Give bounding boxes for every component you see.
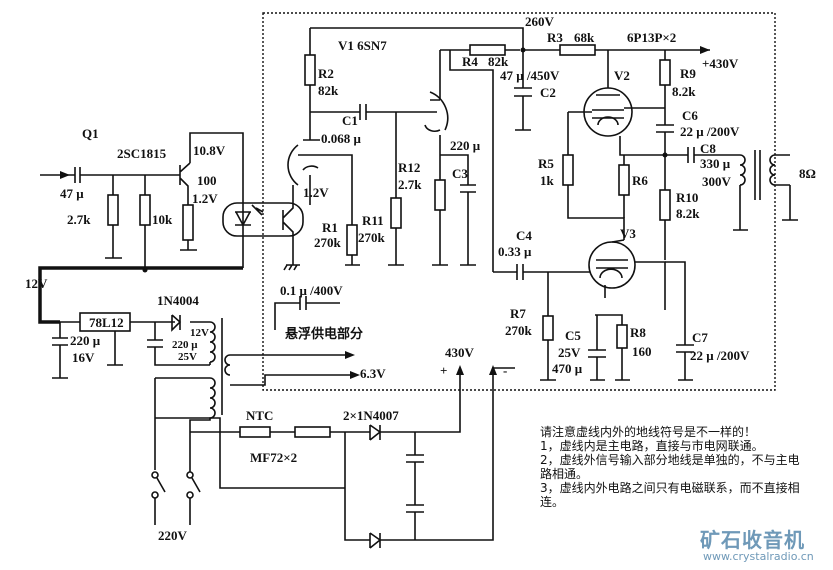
r10-value: 8.2k	[676, 206, 700, 221]
r7-label: R7	[510, 306, 526, 321]
c5-label: C5	[565, 328, 581, 343]
cap-b-value: 220 μ	[172, 339, 198, 351]
hv-plus-label: +	[440, 363, 447, 378]
r11-value: 270k	[358, 230, 386, 245]
v1-label: V1 6SN7	[338, 38, 387, 53]
r4-label: R4	[462, 54, 478, 69]
r10-label: R10	[676, 190, 698, 205]
diodes-1n4007-label: 2×1N4007	[343, 408, 399, 423]
input-r1-label: 2.7k	[67, 212, 91, 227]
main-circuit-boundary	[262, 12, 776, 391]
c7-label: C7	[692, 330, 708, 345]
hv-430v-label: 430V	[445, 345, 475, 360]
r8-label: R8	[630, 325, 646, 340]
r3-value: 68k	[574, 30, 595, 45]
ntc-label: NTC	[246, 408, 273, 423]
v2-label: V2	[614, 68, 630, 83]
r11-label: R11	[362, 213, 384, 228]
v3-label: V3	[620, 226, 636, 241]
c7-value: 22 μ /200V	[690, 348, 750, 363]
c3-value: 220 μ	[450, 138, 481, 153]
r7-value: 270k	[505, 323, 533, 338]
12v-label: 12V	[25, 276, 48, 291]
r8-value: 160	[632, 344, 652, 359]
r1-label: R1	[322, 220, 338, 235]
r6-label: R6	[632, 173, 648, 188]
note-line: 2，虚线外信号输入部分地线是单独的，不与主电路相通。	[540, 453, 800, 481]
power-supply	[52, 296, 515, 549]
r2-value: 82k	[318, 83, 339, 98]
note-line: 3，虚线内外电路之间只有电磁联系，而不直接相连。	[540, 481, 800, 509]
mf72-label: MF72×2	[250, 450, 297, 465]
r1-value: 270k	[314, 235, 342, 250]
q1-type-label: 2SC1815	[117, 146, 167, 161]
secondary-12v-label: 12V	[190, 327, 209, 339]
cap-b-voltage: 25V	[178, 351, 197, 363]
r2-label: R2	[318, 66, 334, 81]
notes-block: 请注意虚线内外的地线符号是不一样的！ 1，虚线内是主电路，直接与市电网联通。 2…	[540, 425, 800, 509]
c4-label: C4	[516, 228, 532, 243]
r12-label: R12	[398, 160, 420, 175]
q1-label: Q1	[82, 126, 99, 141]
float-cap-label: 0.1 μ /400V	[280, 283, 343, 298]
v3-stage	[493, 239, 694, 381]
heater-voltage-label: 6.3V	[360, 366, 386, 381]
r5-value: 1k	[540, 173, 555, 188]
r9-label: R9	[680, 66, 696, 81]
c1-label: C1	[342, 113, 358, 128]
tube-pair-label: 6P13P×2	[627, 30, 676, 45]
input-stage	[40, 132, 304, 271]
plus-430v-label: +430V	[702, 56, 739, 71]
q1-beta: 100	[197, 173, 217, 188]
r9-value: 8.2k	[672, 84, 696, 99]
r4-value: 82k	[488, 54, 509, 69]
c5-voltage: 25V	[558, 345, 581, 360]
c1-value: 0.068 μ	[321, 131, 362, 146]
regulator-label: 78L12	[89, 315, 124, 330]
c2-label: C2	[540, 85, 556, 100]
r3-label: R3	[547, 30, 563, 45]
speaker-impedance: 8Ω	[799, 166, 816, 181]
c8-label: C8	[700, 141, 716, 156]
watermark-name: 矿石收音机	[700, 528, 805, 552]
cap-a-voltage: 16V	[72, 350, 95, 365]
q1-emitter-voltage: 1.2V	[192, 191, 218, 206]
c6-value: 22 μ /200V	[680, 124, 740, 139]
v1-stage	[287, 27, 526, 272]
note-line: 1，虚线内是主电路，直接与市电网联通。	[540, 439, 764, 453]
r5-label: R5	[538, 156, 554, 171]
note-line: 请注意虚线内外的地线符号是不一样的！	[540, 425, 757, 439]
c8-voltage: 300V	[702, 174, 732, 189]
diode-1n4004-label: 1N4004	[157, 293, 199, 308]
c5-value: 470 μ	[552, 361, 583, 376]
watermark-url: www.crystalradio.cn	[703, 550, 814, 563]
floating-supply-label: 悬浮供电部分	[285, 326, 363, 341]
input-cap-label: 47 μ	[60, 186, 84, 201]
hv-minus-label: -	[503, 363, 507, 378]
c2-value: 47 μ /450V	[500, 68, 560, 83]
q1-collector-voltage: 10.8V	[193, 143, 226, 158]
c8-value: 330 μ	[700, 156, 731, 171]
c3-label: C3	[452, 166, 468, 181]
c6-label: C6	[682, 108, 698, 123]
c2-r3	[514, 44, 710, 131]
r12-value: 2.7k	[398, 177, 422, 192]
cap-a-value: 220 μ	[70, 333, 101, 348]
v1-cathode-voltage: 1.2V	[303, 185, 329, 200]
12v-rail	[38, 266, 243, 324]
v2-stage	[562, 50, 798, 260]
input-r2-label: 10k	[152, 212, 173, 227]
mains-220v-label: 220V	[158, 528, 188, 543]
node-260v: 260V	[525, 14, 555, 29]
c4-value: 0.33 μ	[498, 244, 532, 259]
